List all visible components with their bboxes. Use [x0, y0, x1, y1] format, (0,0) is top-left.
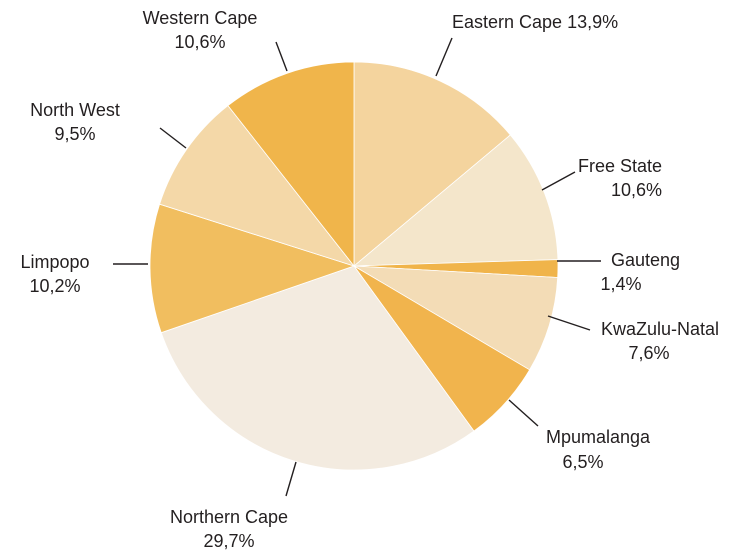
leader-lines [113, 37, 601, 497]
leader-free-state [541, 171, 576, 191]
label-eastern-cape: Eastern Cape 13,9% [452, 12, 618, 32]
pie-slices [149, 61, 559, 471]
slice-kwazulu-natal [353, 265, 559, 371]
leader-kwazulu-natal [547, 315, 591, 331]
leader-eastern-cape [435, 37, 453, 77]
slice-eastern-cape [353, 61, 511, 267]
slice-northern-cape [160, 265, 475, 471]
slice-limpopo [149, 203, 356, 334]
slice-free-state [352, 134, 559, 267]
leader-mpumalanga [508, 399, 539, 427]
slice-western-cape [227, 61, 355, 268]
leader-north-west [159, 127, 187, 149]
slice-north-west [159, 105, 356, 267]
leader-northern-cape [285, 461, 297, 497]
leader-western-cape [275, 41, 288, 72]
